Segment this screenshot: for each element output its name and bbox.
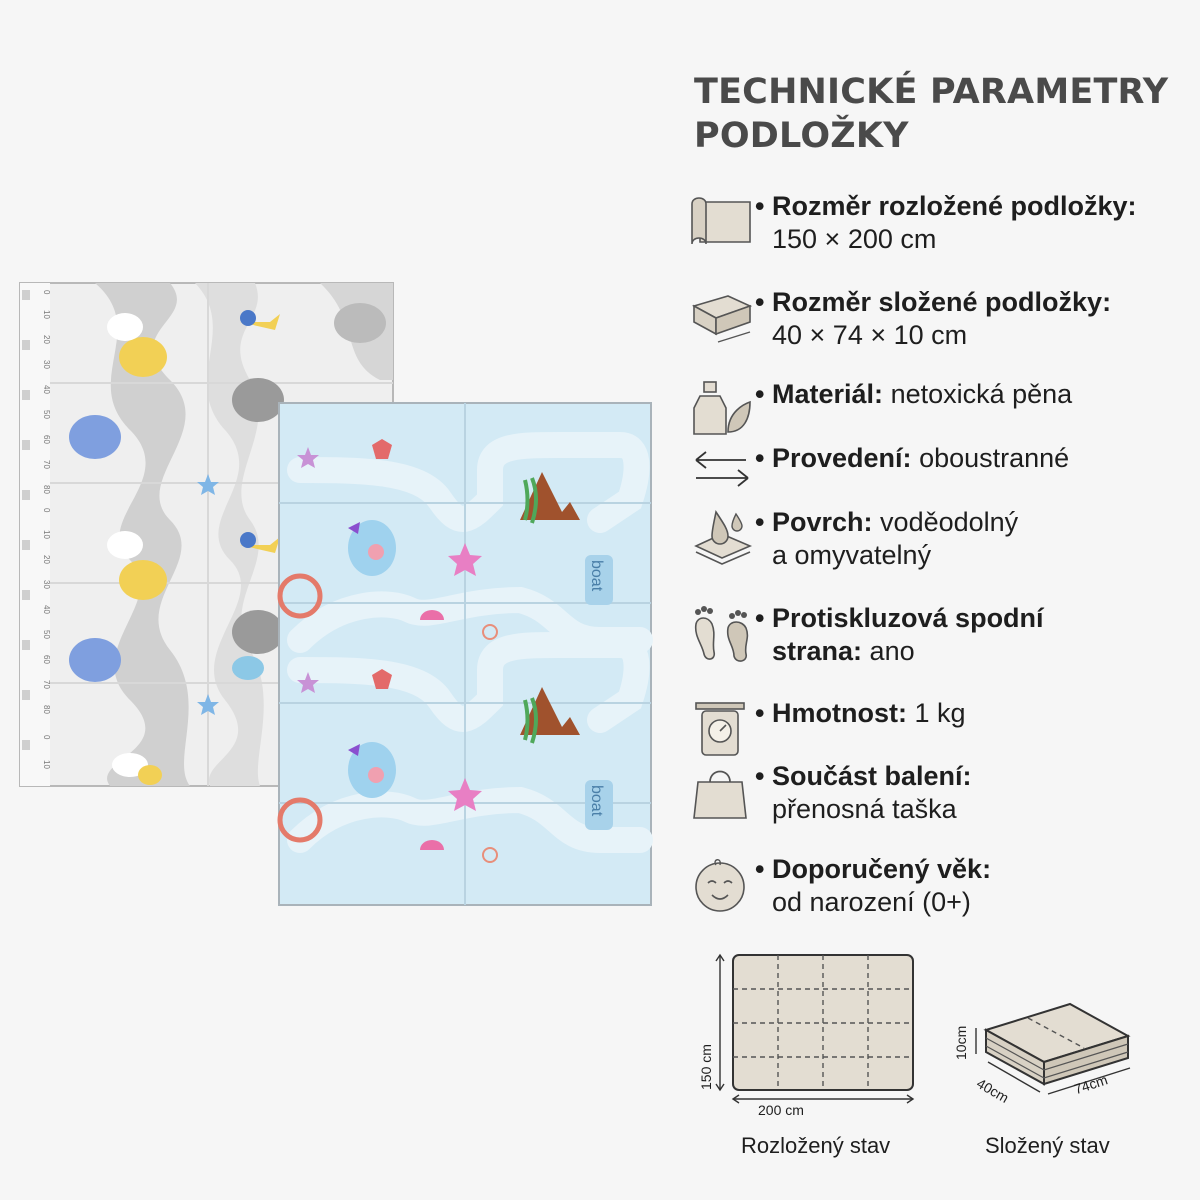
spec-package: • Součást balení: přenosná taška: [688, 760, 1188, 830]
water-drop-icon: [694, 509, 753, 565]
spec-age: • Doporučený věk: od narození (0+): [688, 853, 1188, 923]
folded-caption: Složený stav: [985, 1133, 1110, 1158]
page-title: TECHNICKÉ PARAMETRY PODLOŽKY: [694, 70, 1174, 158]
spec-weight: • Hmotnost: 1 kg: [688, 697, 1188, 767]
spec-label: Protiskluzová spodní: [772, 603, 1044, 633]
boat-sign: boat boat: [585, 555, 613, 830]
spec-value: 1 kg: [914, 698, 966, 728]
bottle-leaf-icon: [693, 381, 751, 435]
double-arrow-icon: [695, 451, 749, 487]
spec-value: oboustranné: [919, 443, 1070, 473]
boat-label: boat: [588, 785, 605, 817]
spec-label: Povrch:: [772, 507, 873, 537]
spec-value: voděodolný: [880, 507, 1019, 537]
spec-folded-size: • Rozměr složené podložky: 40 × 74 × 10 …: [688, 286, 1188, 356]
spec-value: 40 × 74 × 10 cm: [772, 320, 968, 350]
ruler-number: 80: [42, 705, 51, 714]
spec-value: přenosná taška: [772, 794, 957, 824]
spec-design: • Provedení: oboustranné: [688, 442, 1188, 512]
ruler-number: 40: [42, 385, 51, 394]
spec-surface: • Povrch: voděodolný a omyvatelný: [688, 506, 1188, 576]
folded-mat-diagram: [975, 1002, 1131, 1095]
ruler-number: 20: [42, 335, 51, 344]
unfolded-mat-diagram: [715, 953, 915, 1104]
ruler-number: 10: [42, 310, 51, 319]
unfolded-caption: Rozložený stav: [741, 1133, 891, 1158]
ruler-number: 60: [42, 655, 51, 664]
spec-value: od narození (0+): [772, 887, 971, 917]
spec-label: Provedení:: [772, 443, 912, 473]
rolled-mat-icon: [691, 197, 751, 245]
unfolded-height-label: 150 cm: [698, 1044, 714, 1090]
title-line-2: PODLOŽKY: [694, 116, 909, 156]
ruler-number: 70: [42, 460, 51, 469]
baby-face-icon: [695, 859, 745, 912]
spec-value: 150 × 200 cm: [772, 224, 937, 254]
scale-icon: [695, 702, 745, 756]
ruler-number: 40: [42, 605, 51, 614]
ruler-number: 0: [42, 290, 51, 295]
ruler-number: 30: [42, 580, 51, 589]
spec-label: Materiál:: [772, 379, 884, 409]
ruler-number: 80: [42, 485, 51, 494]
folded-height-label: 10cm: [953, 1025, 969, 1060]
ruler-number: 0: [42, 735, 51, 740]
boat-label: boat: [588, 560, 605, 592]
ruler-number: 30: [42, 360, 51, 369]
ruler-number: 50: [42, 630, 51, 639]
spec-anti-slip: • Protiskluzová spodní strana: ano: [688, 602, 1188, 672]
ruler-number: 0: [42, 508, 51, 513]
ruler-number: 10: [42, 530, 51, 539]
ruler-ticks: [22, 290, 30, 750]
play-mat-illustration: 0 10 20 30 40 50 60 70 80 0 10 20 30 40 …: [19, 282, 653, 906]
title-line-1: TECHNICKÉ PARAMETRY: [694, 72, 1169, 112]
spec-value: netoxická pěna: [890, 379, 1073, 409]
ruler-number: 60: [42, 435, 51, 444]
spec-value: ano: [869, 636, 915, 666]
spec-material: • Materiál: netoxická pěna: [688, 378, 1188, 448]
ruler-number: 50: [42, 410, 51, 419]
spec-label: Součást balení:: [772, 761, 972, 791]
ruler-number: 20: [42, 555, 51, 564]
spec-label: Hmotnost:: [772, 698, 907, 728]
spec-value-continued: a omyvatelný: [772, 540, 932, 570]
bag-icon: [693, 770, 747, 819]
ruler-numbers: 0 10 20 30 40 50 60 70 80 0 10 20 30 40 …: [42, 290, 51, 769]
unfolded-width-label: 200 cm: [758, 1102, 804, 1118]
spec-label: Doporučený věk:: [772, 854, 992, 884]
spec-label: Rozměr rozložené podložky:: [772, 191, 1137, 221]
footprints-icon: [694, 606, 749, 662]
folded-mat-icon: [691, 295, 753, 343]
blue-ocean-mat: boat boat: [277, 402, 653, 906]
spec-label: Rozměr složené podložky:: [772, 287, 1112, 317]
ruler-number: 10: [42, 760, 51, 769]
ruler-number: 70: [42, 680, 51, 689]
spec-label-continued: strana:: [772, 636, 863, 666]
spec-unfolded-size: • Rozměr rozložené podložky: 150 × 200 c…: [688, 190, 1188, 260]
